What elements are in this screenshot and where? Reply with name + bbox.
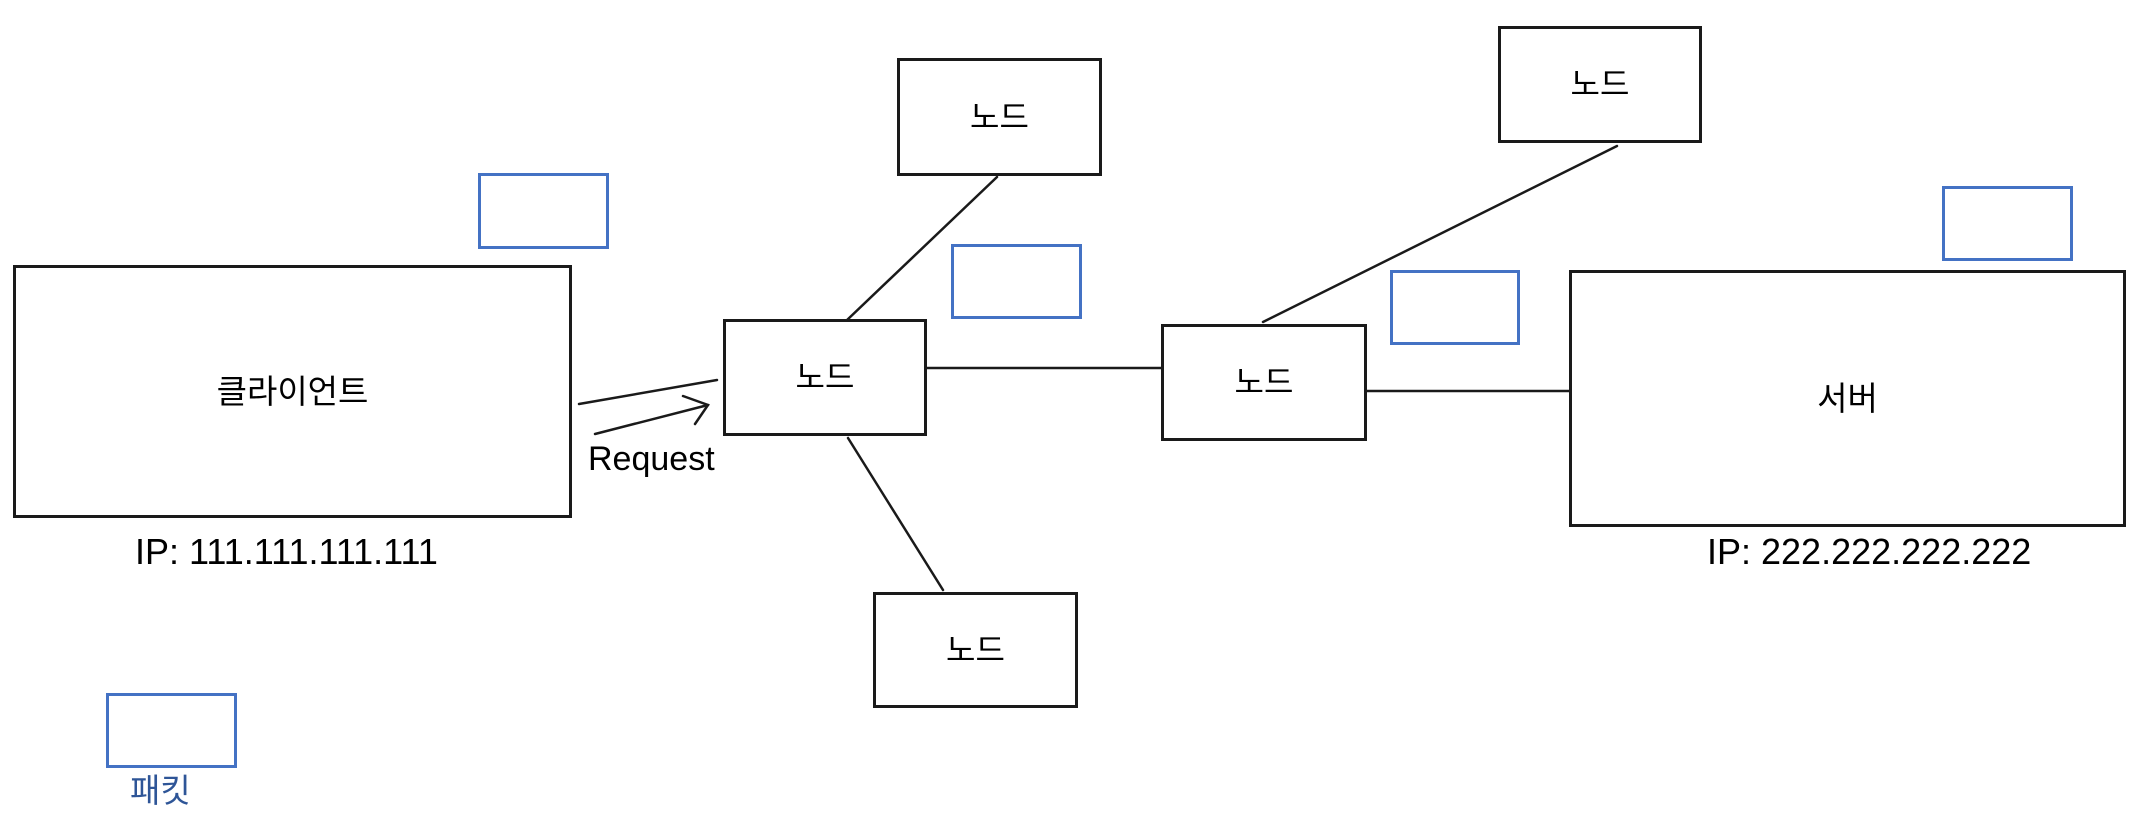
- node-box-bottom: 노드: [873, 592, 1078, 708]
- packet-box-before-server: [1390, 270, 1520, 345]
- node-label: 노드: [795, 359, 855, 396]
- node-box-left: 노드: [723, 319, 927, 436]
- client-box: 클라이언트: [13, 265, 572, 518]
- request-arrow-upper-line: [577, 378, 719, 406]
- node-label: 노드: [946, 631, 1005, 668]
- node-label: 노드: [1234, 364, 1294, 401]
- request-arrowhead-icon: [681, 394, 710, 426]
- client-ip-label: IP: 111.111.111.111: [135, 531, 438, 572]
- server-box: 서버: [1569, 270, 2126, 527]
- link-nodeleft-nodetop: [844, 175, 999, 323]
- legend-packet-label: 패킷: [130, 772, 191, 809]
- client-label: 클라이언트: [216, 372, 369, 410]
- node-label: 노드: [1570, 66, 1630, 103]
- server-label: 서버: [1817, 379, 1878, 417]
- packet-box-between-nodes: [951, 244, 1082, 319]
- legend-packet-box: [106, 693, 237, 768]
- server-ip-label: IP: 222.222.222.222: [1707, 531, 2032, 572]
- node-box-right: 노드: [1161, 324, 1367, 441]
- link-nodeleft-nodebottom: [846, 436, 945, 592]
- request-arrow-shaft: [593, 403, 710, 436]
- link-noderight-nodetopright: [1261, 144, 1619, 324]
- request-label: Request: [588, 440, 715, 478]
- node-box-top: 노드: [897, 58, 1102, 176]
- node-box-top-right: 노드: [1498, 26, 1702, 143]
- packet-box-above-client: [478, 173, 609, 249]
- packet-box-above-server: [1942, 186, 2073, 261]
- node-label: 노드: [970, 98, 1029, 135]
